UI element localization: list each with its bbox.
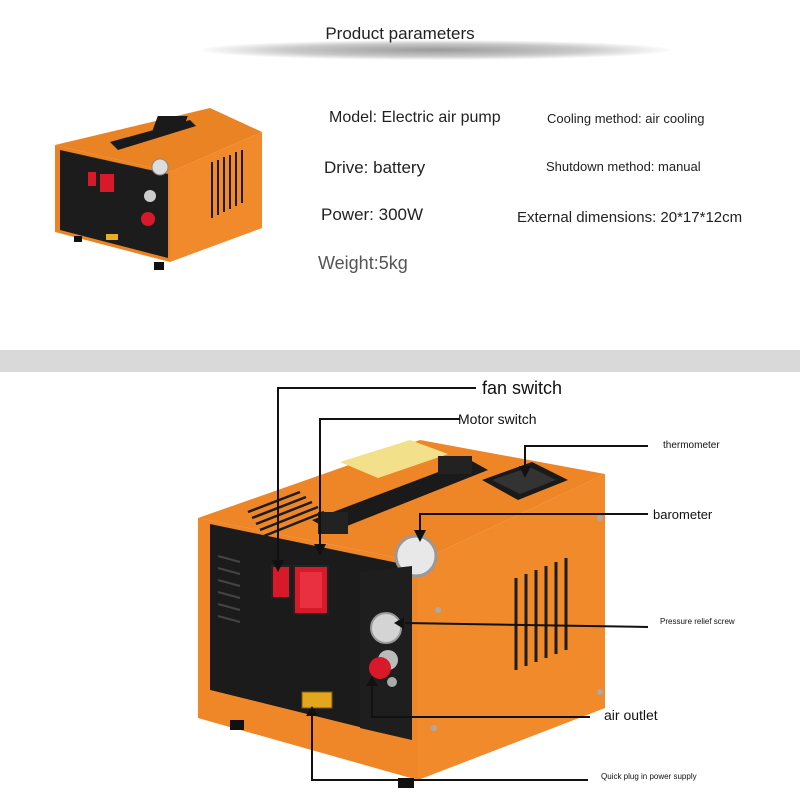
label-pressure-relief-screw: Pressure relief screw: [660, 617, 735, 626]
title-shadow: [200, 40, 670, 60]
param-shutdown: Shutdown method: manual: [546, 159, 701, 174]
param-weight: Weight:5kg: [318, 253, 408, 273]
param-dimensions: External dimensions: 20*17*12cm: [517, 209, 743, 226]
label-thermometer: thermometer: [663, 440, 720, 451]
param-cooling: Cooling method: air cooling: [547, 111, 705, 126]
param-model: Model: Electric air pump: [329, 109, 501, 126]
param-power: Power: 300W: [321, 205, 424, 224]
label-air-outlet: air outlet: [604, 707, 658, 723]
label-quick-plug: Quick plug in power supply: [601, 772, 697, 781]
param-drive: Drive: battery: [324, 158, 426, 177]
page-title: Product parameters: [325, 24, 475, 43]
label-motor-switch: Motor switch: [458, 411, 537, 427]
label-fan-switch: fan switch: [482, 378, 563, 398]
section-divider: [0, 350, 800, 372]
label-barometer: barometer: [653, 507, 713, 522]
